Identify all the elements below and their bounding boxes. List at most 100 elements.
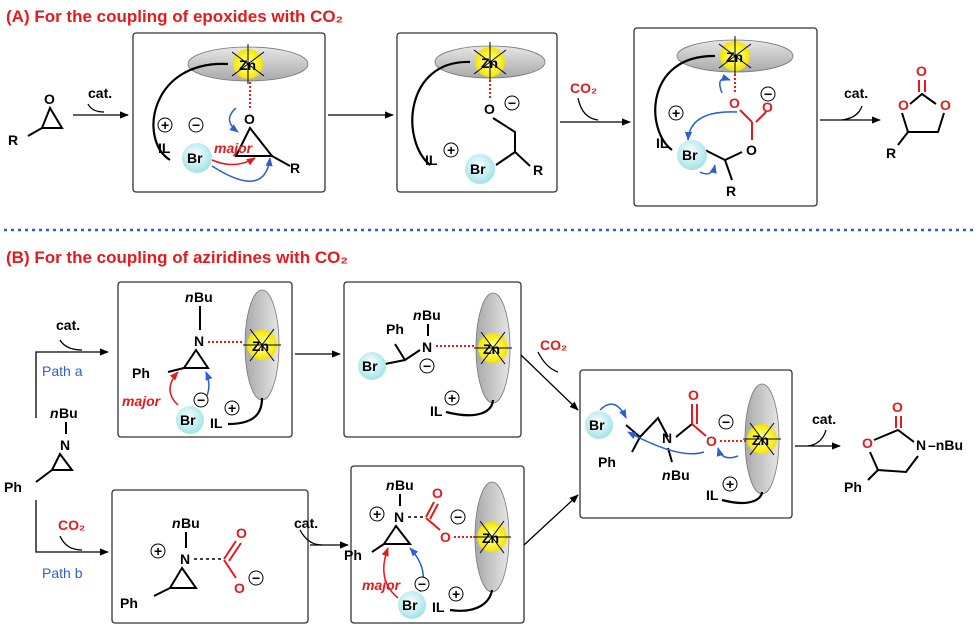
phenyl-label: Ph	[598, 454, 616, 470]
n-butyl-dash: –nBu	[928, 437, 963, 453]
cat-label: cat.	[812, 411, 836, 427]
atom-o: O	[688, 387, 699, 403]
phenyl-label: Ph	[4, 479, 22, 495]
phenyl-label: Ph	[386, 321, 404, 337]
il-label: IL	[430, 403, 443, 419]
r-group: R	[290, 160, 300, 176]
zn-catalyst: Zn	[473, 481, 511, 593]
major-label: major	[214, 140, 254, 156]
atom-o: O	[244, 111, 255, 127]
svg-text:Br: Br	[187, 150, 203, 166]
intermediate-box-b4	[579, 369, 793, 519]
atom-n: N	[916, 437, 926, 453]
atom-o: O	[898, 97, 909, 113]
il-label: IL	[425, 152, 438, 168]
svg-text:Br: Br	[180, 412, 196, 428]
bromide: Br	[358, 352, 386, 380]
linker-arc	[152, 62, 229, 161]
svg-text:+: +	[452, 586, 460, 602]
r-group: R	[533, 162, 543, 178]
cat-label: cat.	[844, 85, 868, 101]
path-b-arrow	[35, 500, 109, 556]
svg-text:Bu: Bu	[181, 515, 200, 531]
svg-text:−: −	[252, 570, 260, 586]
svg-text:−: −	[197, 392, 205, 408]
bromide: Br	[585, 411, 613, 439]
zn-label: Zn	[726, 49, 743, 65]
atom-o: O	[940, 97, 951, 113]
section-b-title: (B) For the coupling of aziridines with …	[6, 248, 348, 267]
il-label: IL	[210, 415, 223, 431]
svg-text:−: −	[192, 117, 200, 133]
atom-o: O	[916, 63, 927, 79]
linker-arc	[449, 589, 494, 612]
major-label: major	[362, 577, 402, 593]
il-label: IL	[706, 487, 719, 503]
il-label: IL	[158, 140, 171, 156]
zn-label: Zn	[252, 338, 269, 354]
epoxide-reactant: O R	[8, 91, 64, 148]
zn-label: Zn	[239, 57, 256, 73]
zn-catalyst: Zn	[474, 292, 512, 404]
svg-text:Br: Br	[402, 597, 418, 613]
path-b-label: Path b	[42, 565, 83, 581]
atom-o: O	[44, 91, 55, 107]
il-label: IL	[656, 135, 669, 151]
section-a-title: (A) For the coupling of epoxides with CO…	[6, 7, 343, 26]
svg-text:Br: Br	[682, 147, 698, 163]
svg-text:+: +	[154, 543, 162, 559]
linker-arc	[654, 54, 716, 151]
svg-text:n: n	[172, 515, 181, 531]
atom-n: N	[194, 333, 204, 349]
bromide: Br	[465, 154, 495, 184]
reaction-arrow	[523, 494, 579, 546]
atom-o: O	[432, 485, 443, 501]
svg-text:−: −	[764, 86, 772, 102]
cat-label: cat.	[88, 85, 112, 101]
svg-text:−: −	[508, 95, 516, 111]
svg-text:+: +	[373, 506, 381, 522]
co2-label: CO₂	[570, 80, 597, 96]
svg-text:−: −	[423, 358, 431, 374]
atom-o: O	[762, 99, 773, 115]
svg-text:Br: Br	[362, 358, 378, 374]
co2-label: CO₂	[58, 517, 85, 533]
atom-o: O	[746, 142, 757, 158]
atom-o: O	[892, 399, 903, 415]
zn-label: Zn	[483, 341, 500, 357]
atom-o: O	[440, 529, 451, 545]
svg-text:+: +	[672, 105, 680, 121]
intermediate-box-b2	[343, 281, 522, 438]
reaction-arrow	[520, 354, 579, 411]
svg-text:+: +	[161, 117, 169, 133]
zn-catalyst: Zn	[187, 44, 309, 84]
svg-text:+: +	[228, 400, 236, 416]
zn-catalyst: Zn	[676, 36, 794, 76]
svg-text:n: n	[185, 289, 194, 305]
svg-text:−: −	[454, 509, 462, 525]
cat-label: cat.	[294, 515, 318, 531]
phenyl-label: Ph	[344, 547, 362, 563]
svg-text:Bu: Bu	[194, 289, 213, 305]
svg-text:−: −	[418, 576, 426, 592]
bromide: Br	[182, 143, 212, 173]
r-group: R	[726, 183, 736, 199]
atom-o: O	[236, 525, 247, 541]
zn-catalyst: Zn	[243, 289, 281, 401]
linker-arc	[445, 399, 495, 417]
atom-n: N	[394, 509, 404, 525]
svg-text:Br: Br	[589, 417, 605, 433]
linker-arc	[721, 491, 764, 505]
il-label: IL	[432, 599, 445, 615]
cyclic-carbonate-product: O O O R	[886, 63, 951, 161]
svg-text:Bu: Bu	[422, 307, 441, 323]
svg-text:n: n	[662, 467, 671, 483]
atom-n: N	[180, 551, 190, 567]
zn-label: Zn	[481, 55, 498, 71]
bromide: Br	[176, 406, 204, 434]
linker-arc	[227, 397, 264, 426]
path-a-arrow	[35, 348, 109, 418]
atom-o: O	[729, 95, 740, 111]
atom-o: O	[706, 433, 717, 449]
atom-n: N	[60, 437, 70, 453]
